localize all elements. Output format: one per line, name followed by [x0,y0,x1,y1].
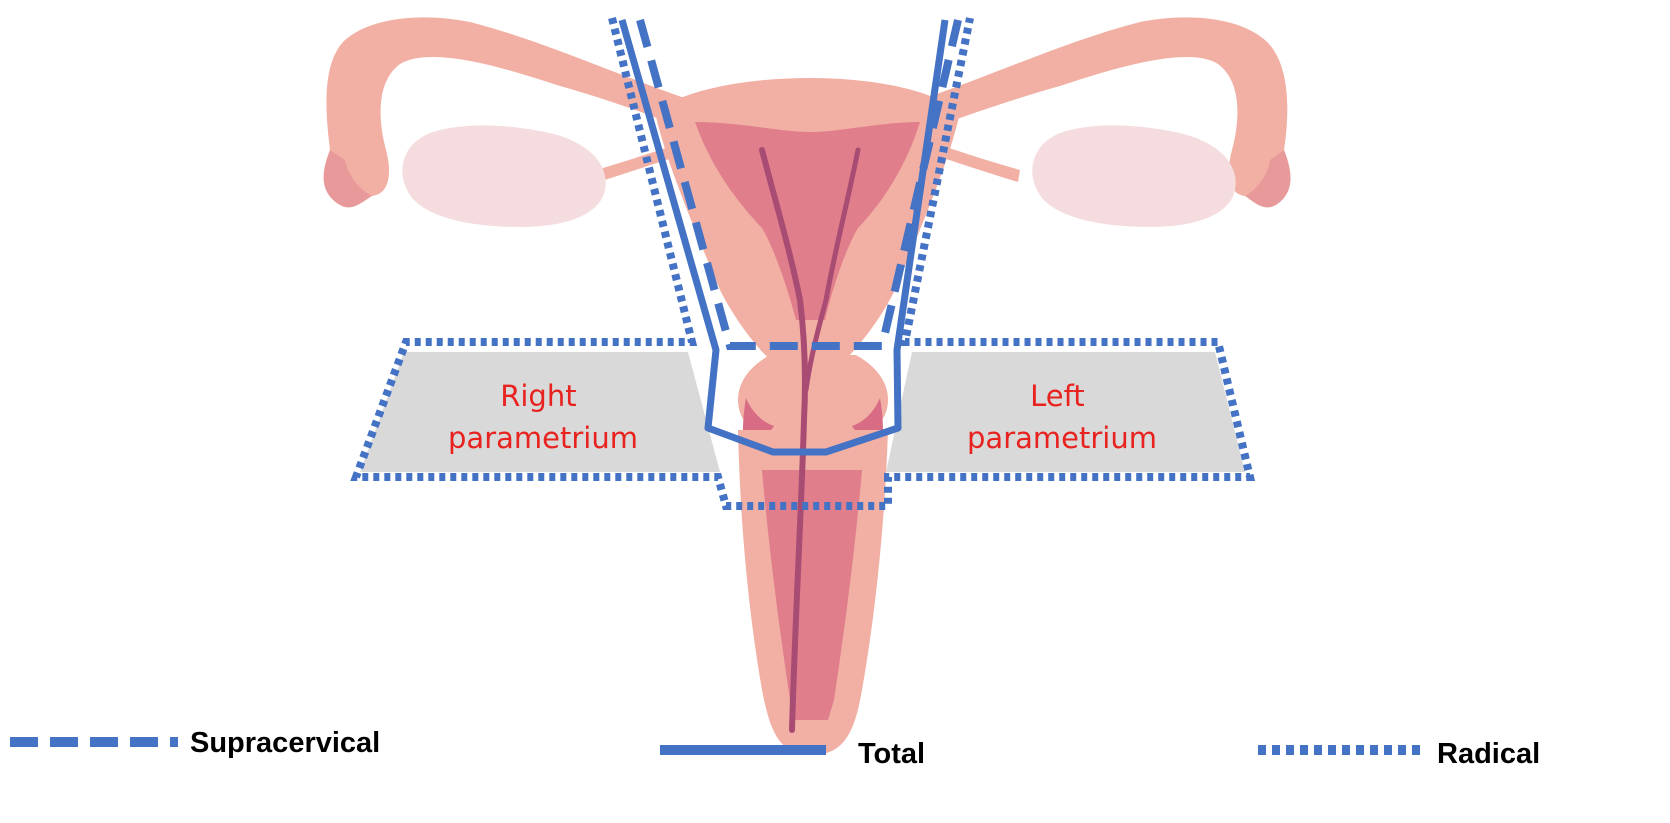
radical-legend-label: Radical [1437,738,1540,770]
left-ovary [1032,125,1235,227]
legend-item-radical: Radical [1258,738,1540,770]
right-ovary [402,125,605,227]
supracervical-legend-label: Supracervical [190,727,380,759]
total-legend-label: Total [858,738,925,770]
legend-item-supracervical: Supracervical [10,727,380,759]
